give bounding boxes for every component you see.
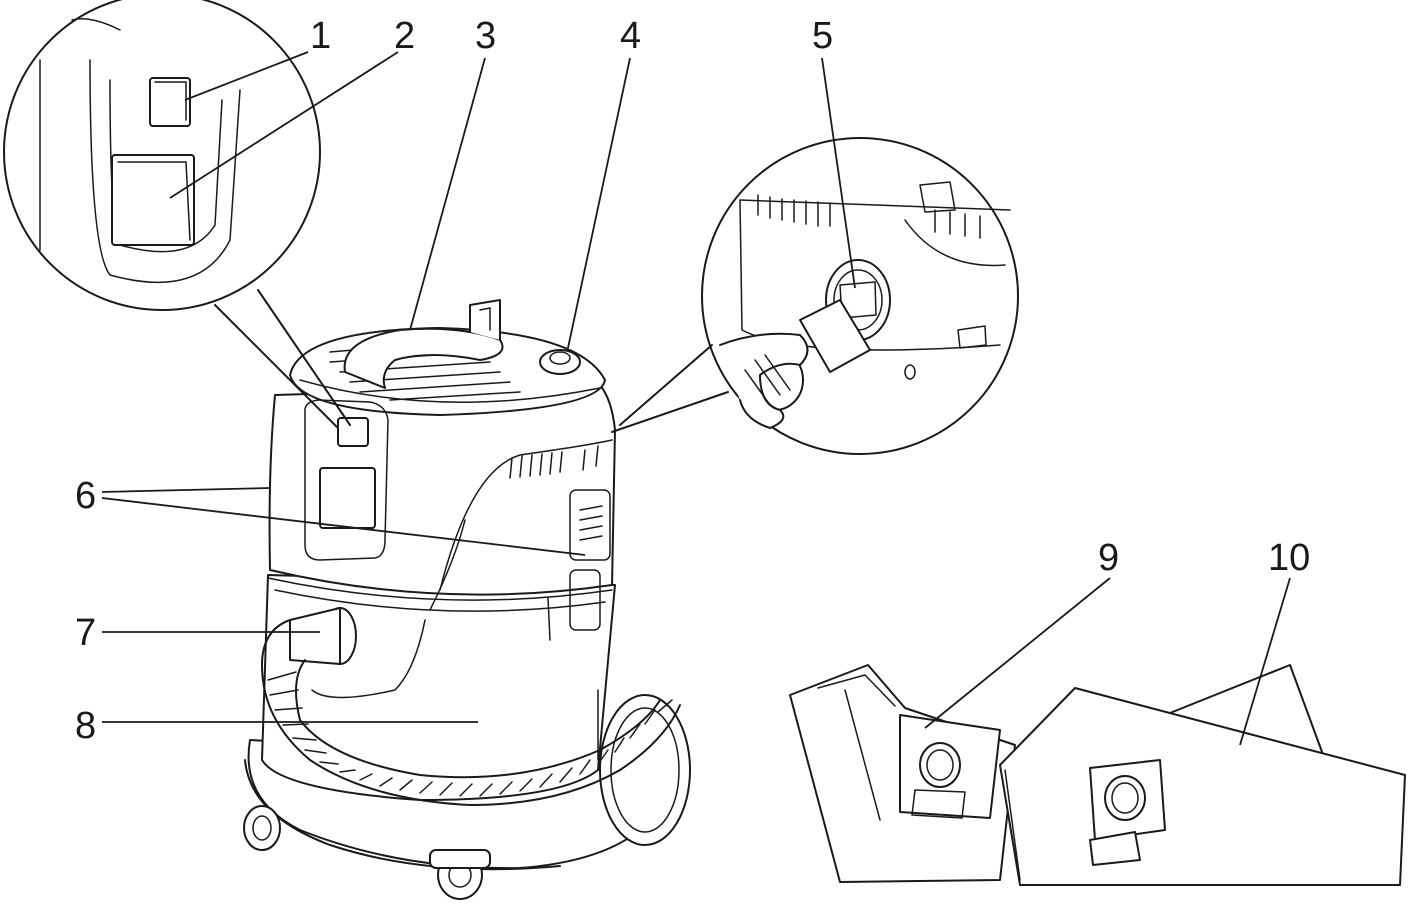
leader-6a [101, 487, 271, 493]
callout-2: 2 [394, 15, 415, 57]
callout-4: 4 [620, 15, 641, 57]
leader-2 [169, 51, 399, 199]
callout-7: 7 [75, 612, 96, 654]
side-latch [569, 489, 611, 631]
inset-large-switch [111, 154, 195, 246]
bag-collar-10 [1089, 759, 1166, 866]
fleece-dust-bag [999, 664, 1406, 886]
callout-3: 3 [475, 15, 496, 57]
leader-9 [924, 577, 1111, 729]
vent-slots [509, 445, 599, 479]
callout-6: 6 [75, 475, 96, 517]
leader-10 [1239, 577, 1291, 746]
leader-5 [821, 57, 856, 289]
motor-head [268, 299, 616, 699]
paper-dust-bag [789, 664, 1016, 883]
callout-9: 9 [1098, 537, 1119, 579]
vacuum-cleaner [243, 299, 691, 900]
bag-collar-9 [899, 714, 1001, 819]
callout-5: 5 [812, 15, 833, 57]
hose-ribs [267, 671, 673, 797]
suction-hose [261, 607, 681, 806]
leader-4 [567, 57, 631, 349]
callout-1: 1 [310, 15, 331, 57]
switch-panel [304, 399, 389, 561]
callout-10: 10 [1268, 537, 1310, 579]
inset-small-switch [149, 77, 191, 127]
socket-detail-inset [611, 137, 1019, 455]
carrying-handle [343, 299, 504, 389]
callout-labels: 1 2 3 4 5 6 7 8 9 10 [75, 15, 1310, 747]
leader-lines [101, 51, 1291, 746]
hose-holder-knob [539, 349, 581, 375]
callout-8: 8 [75, 705, 96, 747]
leader-6b [101, 497, 586, 556]
leader-1 [184, 51, 309, 101]
hose-plug-in-hand [719, 299, 871, 429]
dust-container [261, 574, 616, 801]
leader-3 [409, 57, 486, 331]
socket-vents [757, 194, 981, 239]
